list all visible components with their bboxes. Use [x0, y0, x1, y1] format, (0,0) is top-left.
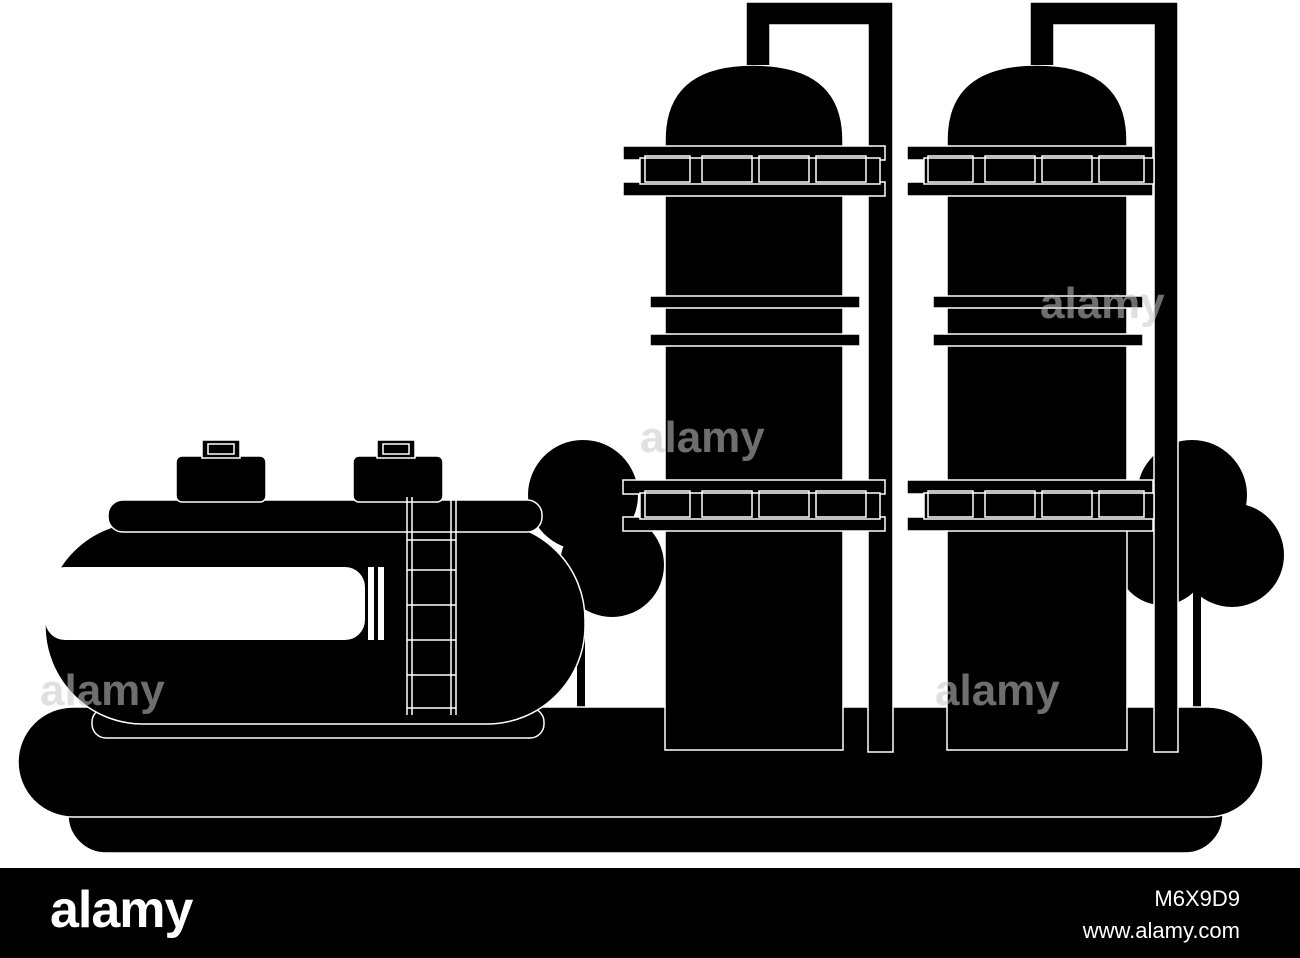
- svg-text:alamy: alamy: [935, 666, 1060, 715]
- svg-text:alamy: alamy: [1040, 279, 1165, 328]
- svg-text:alamy: alamy: [40, 666, 165, 715]
- distillation-tower-right: [906, 1, 1179, 753]
- site-url: www.alamy.com: [1082, 918, 1240, 943]
- watermark: alamy alamy alamy alamy: [40, 279, 1165, 715]
- image-meta: M6X9D9 www.alamy.com: [1083, 886, 1240, 944]
- left-tree: [528, 440, 664, 708]
- storage-tank: [44, 439, 586, 739]
- image-id: M6X9D9: [1154, 886, 1240, 911]
- brand-logo: alamy: [50, 881, 193, 939]
- refinery-illustration: alamy alamy alamy alamy: [17, 1, 1284, 854]
- footer-bar: alamy M6X9D9 www.alamy.com: [0, 868, 1300, 958]
- distillation-tower-left: [622, 1, 894, 753]
- svg-text:alamy: alamy: [640, 413, 765, 462]
